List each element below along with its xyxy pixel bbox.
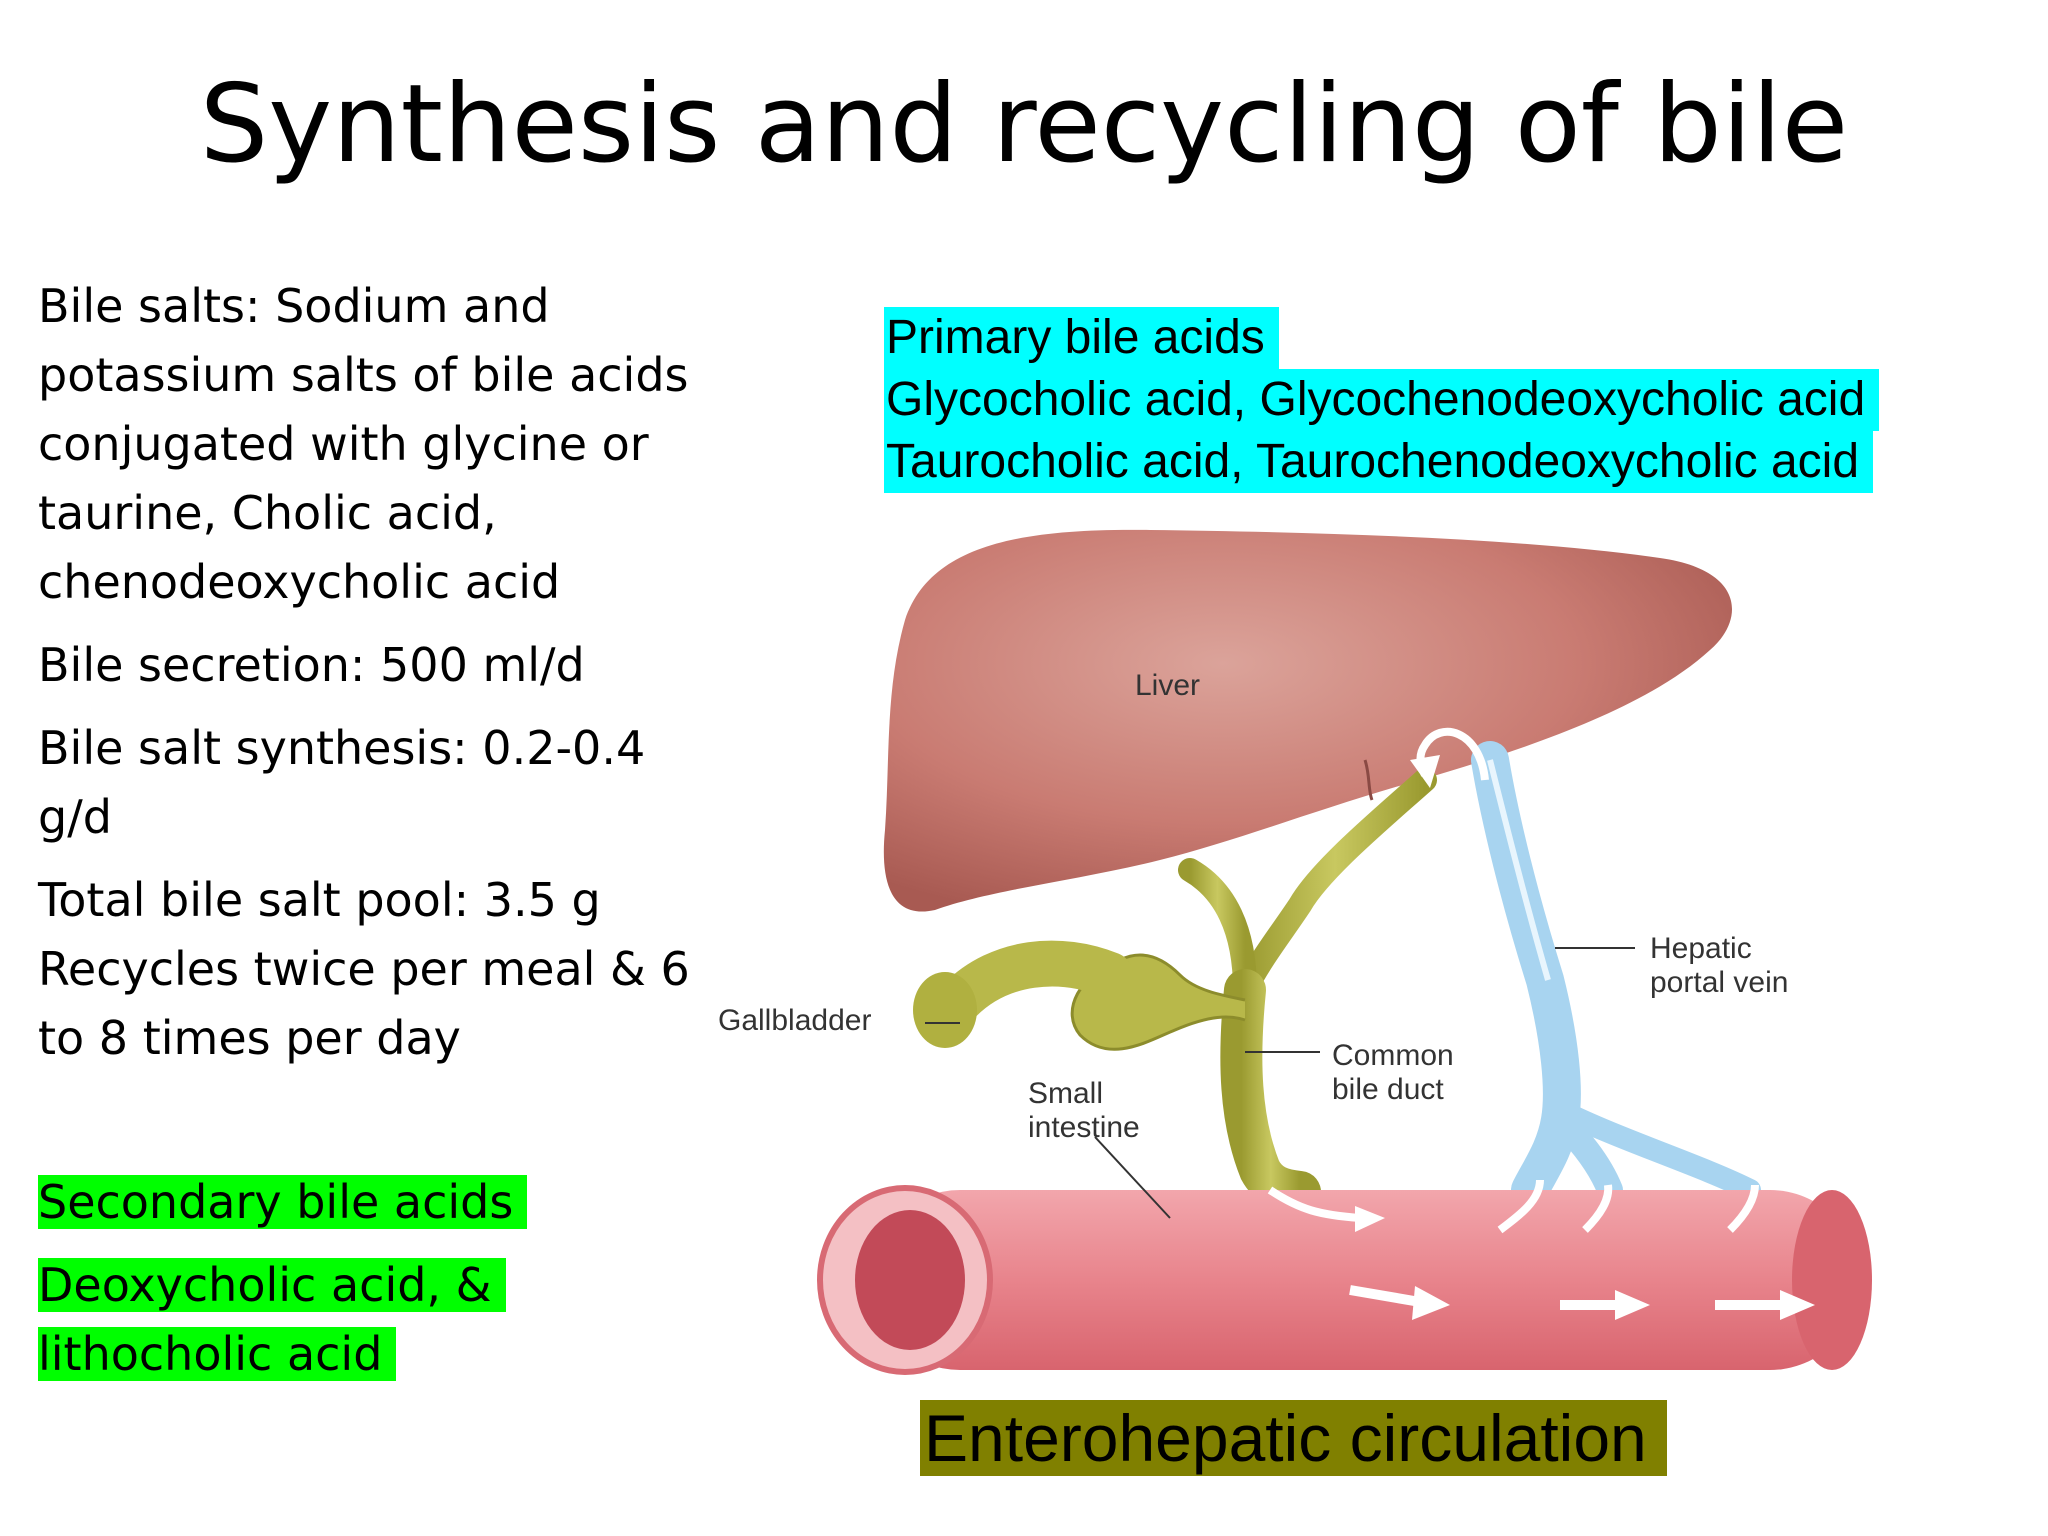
primary-line: Glycocholic acid, Glycochenodeoxycholic … — [884, 369, 1880, 431]
small-intestine-label: intestine — [1028, 1111, 1140, 1144]
bile-secretion-paragraph: Bile secretion: 500 ml/d — [38, 638, 585, 692]
text-line: Bile salts: Sodium and — [38, 279, 550, 333]
secondary-bile-acids: Secondary bile acids Deoxycholic acid, &… — [38, 1168, 528, 1403]
intestine-leader — [1094, 1136, 1171, 1219]
primary-line: Taurocholic acid, Taurochenodeoxycholic … — [884, 431, 1874, 493]
gallbladder-label: Gallbladder — [718, 1004, 871, 1037]
text-line: Bile salt synthesis: 0.2-0.4 — [38, 721, 646, 775]
text-line: Total bile salt pool: 3.5 g — [38, 873, 601, 927]
hepatic-portal-vein-label: Hepatic — [1650, 932, 1752, 965]
slide-title: Synthesis and recycling of bile — [199, 62, 1849, 187]
bile-synthesis-paragraph: Bile salt synthesis: 0.2-0.4 g/d — [38, 714, 718, 852]
text-line: potassium salts of bile acids — [38, 348, 689, 402]
common-bile-duct-label: Common — [1332, 1039, 1454, 1072]
liver-fissure — [1363, 759, 1374, 801]
recycle-arrowhead — [1410, 755, 1440, 788]
small-intestine — [817, 1185, 1872, 1375]
primary-bile-acids: Primary bile acids Glycocholic acid, Gly… — [884, 307, 1880, 493]
text-line: chenodeoxycholic acid — [38, 555, 561, 609]
secondary-line: Deoxycholic acid, & — [38, 1258, 506, 1312]
enterohepatic-caption: Enterohepatic circulation — [920, 1400, 1667, 1476]
hepatic-portal-vein-label: portal vein — [1650, 966, 1788, 999]
text-line: taurine, Cholic acid, — [38, 486, 497, 540]
liver-label: Liver — [1135, 669, 1200, 702]
bile-pool-paragraph: Total bile salt pool: 3.5 g Recycles twi… — [38, 866, 718, 1073]
text-line: conjugated with glycine or — [38, 417, 649, 471]
text-line: g/d — [38, 790, 112, 844]
liver-shape — [883, 529, 1733, 912]
text-line: to 8 times per day — [38, 1011, 461, 1065]
hepatic-portal-vein — [1471, 741, 1761, 1209]
text-line: Recycles twice per meal & 6 — [38, 942, 690, 996]
bile-duct-system — [913, 768, 1437, 1213]
left-text-column: Bile salts: Sodium and potassium salts o… — [38, 272, 718, 1087]
primary-heading: Primary bile acids — [884, 307, 1279, 369]
secondary-line: lithocholic acid — [38, 1327, 397, 1381]
secondary-heading: Secondary bile acids — [38, 1175, 528, 1229]
common-bile-duct-label: bile duct — [1332, 1073, 1444, 1106]
small-intestine-label: Small — [1028, 1077, 1103, 1110]
bile-salts-paragraph: Bile salts: Sodium and potassium salts o… — [38, 272, 718, 617]
flow-arrows — [1267, 1179, 1815, 1320]
